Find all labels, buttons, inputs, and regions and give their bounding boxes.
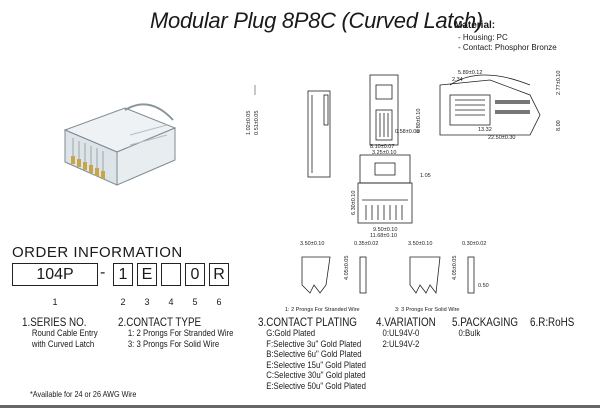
legend-plating-line-1: G:Gold Plated [266, 328, 316, 339]
dim-prong-b-3: 4.05±0.05 [452, 256, 458, 280]
legend-contact-heading: 2.CONTACT TYPE [118, 315, 202, 329]
technical-drawings: 1.02±0.05 0.51±0.05 5.89±0.12 2.34 2.77±… [246, 70, 562, 295]
plug-photo [63, 103, 177, 186]
dim-top-5: 22.50±0.30 [488, 135, 516, 141]
legend-contact-line-2: 3: 3 Prongs For Solid Wire [127, 338, 220, 350]
legend-plating: 3.CONTACT PLATING G:Gold Plated F:Select… [258, 316, 366, 392]
caption-prong-b: 3: 3 Prongs For Solid Wire [395, 307, 460, 313]
dim-top-4: 13.32 [478, 127, 492, 133]
dim-prong-a-2: 0.35±0.02 [354, 241, 378, 247]
dim-left-1: 1.02±0.05 [246, 111, 252, 135]
legend-variation-line-2: 2:UL94V-2 [382, 338, 420, 350]
dim-top-7: 6.80±0.10 [416, 109, 422, 133]
dim-front-6: 6.30±0.10 [351, 191, 357, 215]
part-variation-box [161, 263, 181, 286]
legend-plating-heading: 3.CONTACT PLATING [258, 315, 357, 329]
legend-plating-line-4: E:Selective 15u" Gold Plated [266, 359, 366, 371]
wire-note: *Available for 24 or 26 AWG Wire [30, 389, 137, 399]
material-contact: - Contact: Phosphor Bronze [458, 43, 557, 52]
dim-top-1: 5.89±0.12 [458, 70, 482, 76]
legend-variation-line-1: 0:UL94V-0 [382, 328, 420, 339]
material-housing: - Housing: PC [458, 33, 508, 42]
part-packaging-box: 0 [185, 263, 205, 286]
dim-prong-b-1: 3.50±0.10 [408, 241, 432, 247]
position-4: 4 [168, 297, 174, 307]
legend-series-line-2: with Curved Latch [31, 338, 95, 350]
dim-prong-a-1: 3.50±0.10 [300, 241, 324, 247]
dim-front-3: 1.05 [420, 173, 431, 179]
legend-contact-line-1: 1: 2 Prongs For Stranded Wire [127, 328, 234, 339]
caption-prong-a: 1: 2 Prongs For Stranded Wire [285, 307, 360, 313]
dim-top-3: 2.77±0.10 [556, 71, 562, 95]
legend-plating-line-2: F:Selective 3u" Gold Plated [266, 338, 362, 350]
legend-packaging-heading: 5.PACKAGING [452, 315, 518, 329]
legend-plating-line-5: C:Selective 30u" Gold plated [266, 370, 366, 381]
legend-series-heading: 1.SERIES NO. [22, 315, 87, 329]
legend-variation: 4.VARIATION 0:UL94V-0 2:UL94V-2 [376, 316, 436, 350]
dim-prong-b-2: 0.30±0.02 [462, 241, 486, 247]
dim-front-2: 3.25±0.10 [372, 150, 396, 156]
legend-plating-line-3: B:Selective 6u" Gold Plated [266, 349, 362, 360]
dim-top-8: 8.00 [556, 120, 562, 131]
legend-contact: 2.CONTACT TYPE 1: 2 Prongs For Stranded … [118, 316, 233, 350]
page-title: Modular Plug 8P8C (Curved Latch) [150, 8, 483, 33]
dim-left-2: 0.51±0.05 [254, 111, 260, 135]
position-2: 2 [120, 297, 126, 307]
position-5: 5 [192, 297, 198, 307]
legend-packaging: 5.PACKAGING 0:Bulk [452, 316, 518, 340]
legend-variation-heading: 4.VARIATION [376, 315, 436, 329]
order-heading: ORDER INFORMATION [12, 244, 183, 261]
part-rohs-box: R [209, 263, 229, 286]
part-dash: - [100, 264, 106, 281]
position-3: 3 [144, 297, 150, 307]
position-6: 6 [216, 297, 222, 307]
legend-plating-line-6: E:Selective 50u" Gold Plated [266, 380, 366, 392]
dim-prong-a-3: 4.05±0.05 [344, 256, 350, 280]
dim-prong-b-4: 0.50 [478, 283, 489, 289]
legend-rohs-heading: 6.R:RoHS [530, 315, 575, 329]
dim-front-1: 8.10±0.07 [370, 144, 394, 150]
legend-rohs: 6.R:RoHS [530, 316, 574, 329]
dim-front-5: 11.68±0.10 [370, 233, 397, 239]
part-plating-box: E [137, 263, 157, 286]
position-1: 1 [52, 297, 58, 307]
part-series-box: 104P [12, 263, 98, 286]
legend-series: 1.SERIES NO. Round Cable Entry with Curv… [22, 316, 98, 350]
dim-front-4: 9.50±0.10 [373, 227, 397, 233]
legend-packaging-line-1: 0:Bulk [458, 328, 481, 339]
dim-top-2: 2.34 [452, 77, 463, 83]
legend-series-line-1: Round Cable Entry [31, 328, 98, 339]
part-contact-box: 1 [113, 263, 133, 286]
footer-rule [0, 405, 600, 408]
dim-top-6: 0.58±0.05 [395, 129, 419, 135]
material-heading: Material: [454, 20, 496, 31]
